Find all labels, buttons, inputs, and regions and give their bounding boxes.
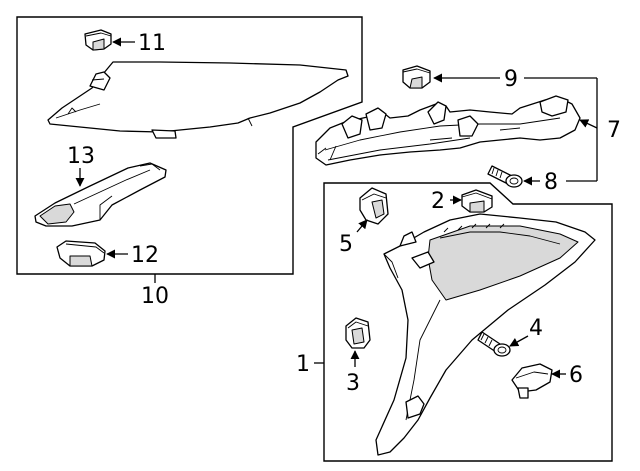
group-box-10 xyxy=(16,16,363,275)
retainer-part-12 xyxy=(56,240,106,267)
group-box-1 xyxy=(323,182,613,462)
leader-5 xyxy=(356,219,368,233)
clip-part-3 xyxy=(345,317,371,349)
callout-4: 4 xyxy=(529,316,543,341)
leader-4 xyxy=(509,335,529,347)
callout-1: 1 xyxy=(296,352,310,377)
callout-3: 3 xyxy=(346,371,360,396)
callout-12: 12 xyxy=(131,243,159,268)
lower-trim-panel xyxy=(375,213,596,456)
screw-part-8 xyxy=(487,165,523,188)
callout-2: 2 xyxy=(431,189,445,214)
clip-part-5 xyxy=(359,187,389,225)
clip-part-9 xyxy=(402,65,431,89)
upper-trim-panel xyxy=(47,61,349,139)
callout-6: 6 xyxy=(569,363,583,388)
bracket-part-7 xyxy=(315,95,581,166)
callout-9: 9 xyxy=(504,67,518,92)
callout-7: 7 xyxy=(607,118,621,143)
clip-part-2 xyxy=(461,189,493,213)
leader-7 xyxy=(579,119,598,129)
pillar-trim-part-13 xyxy=(34,162,167,227)
callout-11: 11 xyxy=(138,31,166,56)
callout-10: 10 xyxy=(141,284,169,309)
clip-part-11 xyxy=(84,29,112,51)
screw-part-4 xyxy=(477,331,511,357)
retainer-part-6 xyxy=(511,363,553,399)
callout-13: 13 xyxy=(67,144,95,169)
callout-5: 5 xyxy=(339,232,353,257)
callout-8: 8 xyxy=(544,170,558,195)
